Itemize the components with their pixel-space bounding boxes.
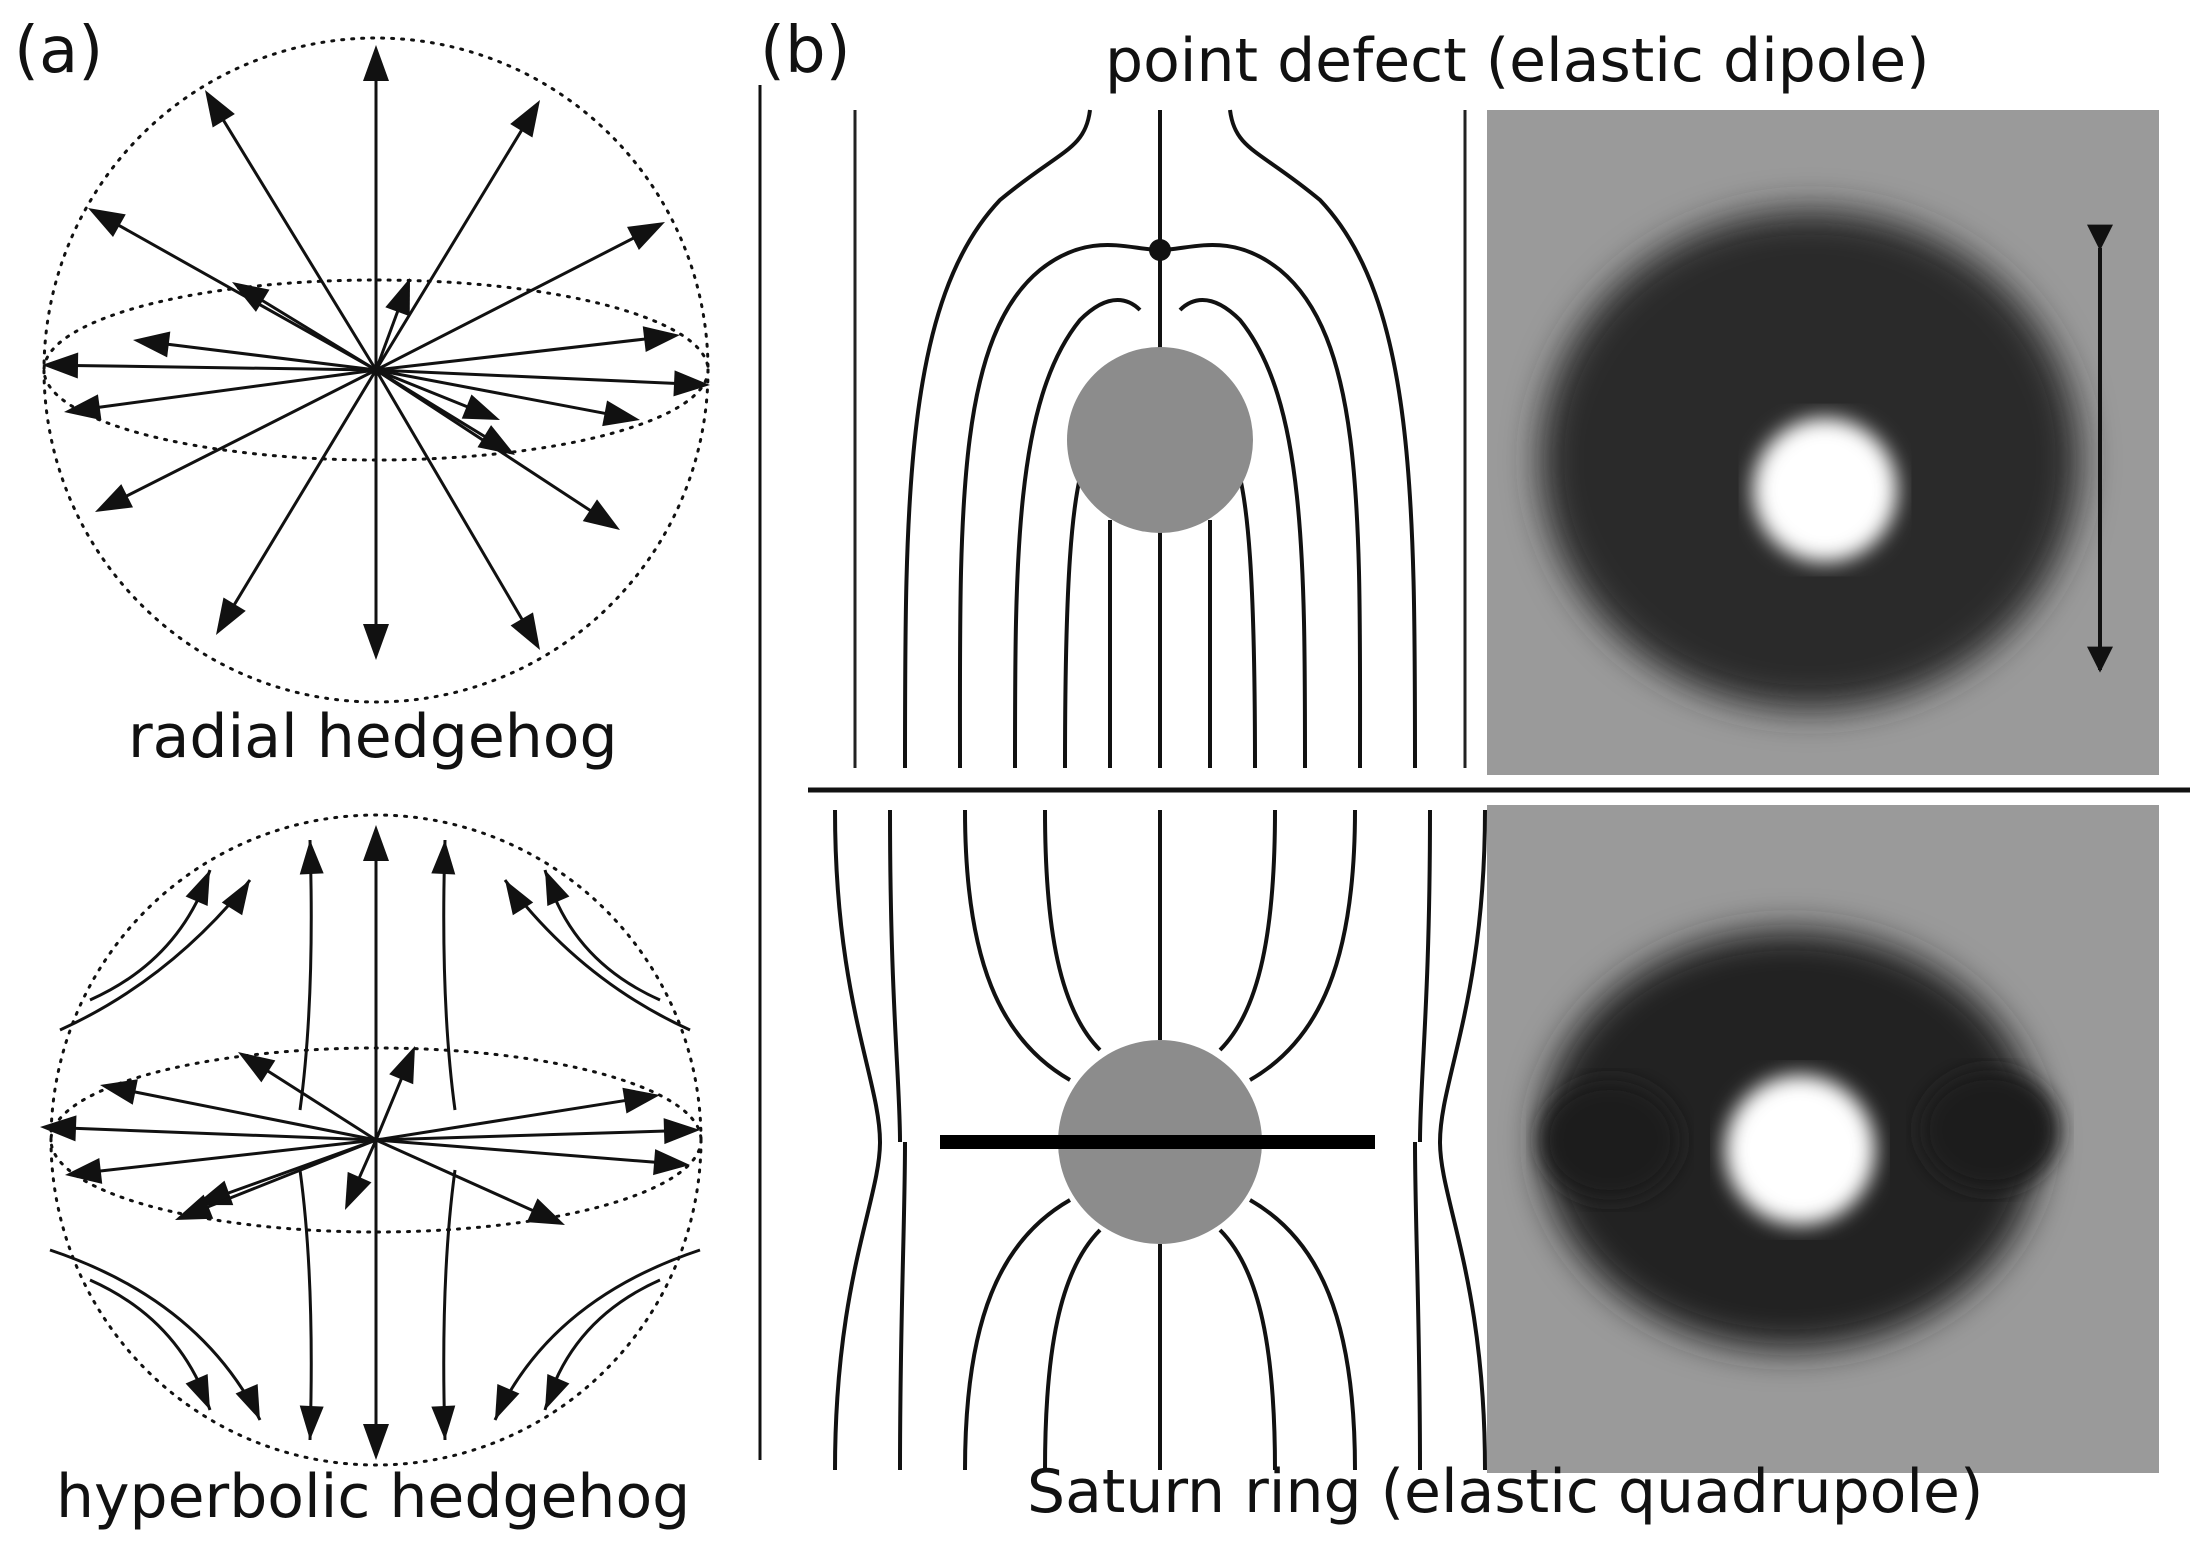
radial-arrow [375, 368, 611, 416]
radial-arrow [162, 342, 377, 372]
colloid-particle [1067, 347, 1253, 533]
field-line [442, 1169, 457, 1441]
radial-arrow [375, 336, 651, 372]
director-field-line [957, 243, 1161, 769]
equator-arrow [202, 1138, 377, 1211]
radial-arrow [256, 296, 377, 372]
director-field-line [1178, 298, 1307, 769]
radial-arrow [375, 368, 473, 411]
radial-arrow [375, 368, 681, 386]
radial-arrows [42, 45, 710, 660]
director-field-line [1159, 243, 1363, 769]
director-field-line [903, 109, 1092, 769]
dipole-caption: point defect (elastic dipole) [1105, 26, 1930, 96]
director-field-line [1043, 809, 1102, 1052]
director-field-line [1418, 809, 1432, 1143]
radial-hedgehog-diagram [42, 36, 710, 704]
director-field-line [963, 1198, 1071, 1471]
panel-a-label: (a) [14, 14, 104, 88]
hyperbolic-arrows [40, 825, 701, 1460]
director-field-line [1043, 1228, 1102, 1471]
field-line [298, 1169, 313, 1441]
director-field-line [1437, 809, 1487, 1471]
radial-arrow [93, 368, 377, 410]
radial-arrow [374, 124, 526, 371]
director-field-line [963, 809, 1071, 1082]
hyperbolic-hedgehog-caption: hyperbolic hedgehog [56, 1462, 691, 1532]
radial-arrow [230, 369, 378, 611]
director-field-line [1218, 809, 1277, 1052]
radial-arrow [121, 368, 377, 500]
hedgehog-point-defect [1149, 239, 1171, 261]
director-field-line [898, 1141, 907, 1471]
director-field-line [1413, 1141, 1422, 1471]
director-field-line [1249, 1198, 1357, 1471]
director-field-line [1013, 298, 1142, 769]
field-line [89, 1278, 212, 1411]
equator-arrow [375, 1138, 539, 1215]
equator-arrow [262, 1066, 377, 1142]
quadrupole-micrograph [1487, 805, 2159, 1473]
radial-arrow [374, 305, 402, 371]
equator-arrow [375, 1098, 631, 1142]
equator-arrow [129, 1089, 377, 1142]
equator-arrow [375, 1138, 661, 1165]
hyperbolic-hedgehog-diagram [40, 813, 703, 1467]
dipole-director-field [853, 109, 1467, 769]
dipole-micrograph [1487, 110, 2159, 775]
director-field-line [1228, 448, 1257, 769]
equator-arrow [355, 1139, 378, 1184]
equator-arrow [69, 1126, 377, 1142]
quadrupole-caption: Saturn ring (elastic quadrupole) [1027, 1457, 1984, 1527]
director-field-line [833, 809, 883, 1471]
director-field-line [1218, 1228, 1277, 1471]
radial-arrow [374, 369, 527, 625]
director-field-line [888, 809, 902, 1143]
field-line [493, 1248, 701, 1421]
radial-hedgehog-caption: radial hedgehog [128, 702, 618, 772]
radial-arrow [375, 234, 639, 372]
equator-arrow [374, 1073, 405, 1141]
director-field-line [1249, 809, 1357, 1082]
radial-arrow [375, 368, 491, 441]
director-field-line [1228, 109, 1417, 769]
equator-arrow [375, 1129, 671, 1142]
field-line [298, 839, 313, 1111]
field-line [89, 869, 212, 1002]
field-line [59, 879, 252, 1032]
field-line [442, 839, 457, 1111]
panel-b-label: (b) [760, 14, 851, 88]
radial-arrow [219, 114, 378, 371]
director-field-line [1063, 448, 1092, 769]
radial-arrow [71, 363, 377, 372]
equator-arrow [94, 1138, 377, 1174]
quadrupole-director-field [833, 809, 1487, 1471]
